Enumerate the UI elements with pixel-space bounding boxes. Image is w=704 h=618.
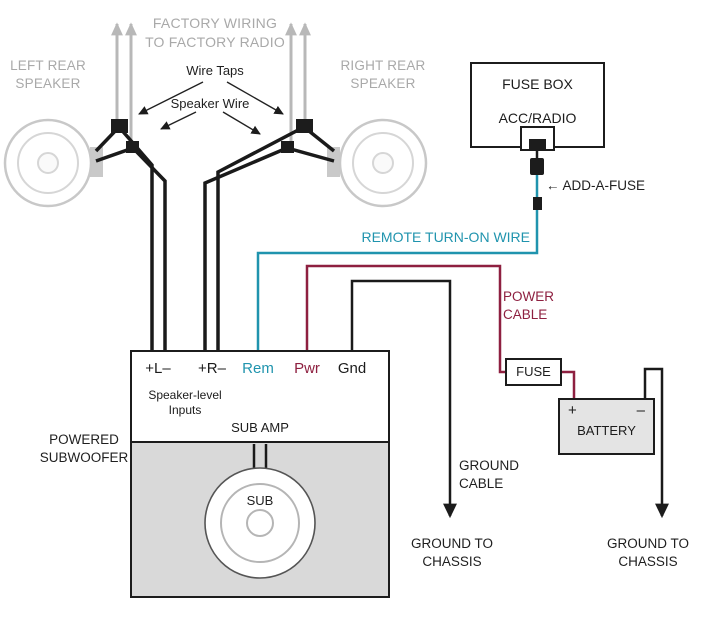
fuse-label: FUSE bbox=[516, 364, 551, 379]
battery-minus-terminal: – bbox=[636, 402, 645, 419]
speaker-level-inputs-label: Speaker-level Inputs bbox=[148, 388, 222, 417]
left-rear-speaker-icon bbox=[3, 118, 103, 208]
remote-turn-on-label: REMOTE TURN-ON WIRE bbox=[361, 229, 530, 245]
right-speaker-label: RIGHT REAR SPEAKER bbox=[340, 58, 426, 91]
power-cable-label: POWER CABLE bbox=[503, 289, 555, 322]
ground-to-chassis-right-label: GROUND TO CHASSIS bbox=[606, 536, 689, 569]
acc-radio-label: ACC/RADIO bbox=[498, 110, 577, 126]
wire-taps-label: Wire Taps bbox=[186, 63, 244, 78]
acc-radio-slot bbox=[520, 126, 555, 151]
wire-tap-connectors bbox=[111, 119, 313, 153]
speaker-wire-label: Speaker Wire bbox=[170, 96, 250, 111]
terminal-left-input: +L– bbox=[145, 360, 171, 377]
terminal-power: Pwr bbox=[294, 360, 320, 377]
terminal-right-input: +R– bbox=[198, 360, 226, 377]
battery-label: BATTERY bbox=[577, 423, 636, 438]
sub-amp-panel: +L– +R– Rem Pwr Gnd Speaker-level Inputs… bbox=[130, 350, 390, 443]
terminal-ground: Gnd bbox=[337, 360, 367, 377]
speaker-wires bbox=[94, 124, 336, 352]
factory-wiring-arrows bbox=[111, 22, 311, 144]
ground-to-chassis-left-label: GROUND TO CHASSIS bbox=[410, 536, 493, 569]
add-a-fuse-label: ← ADD-A-FUSE bbox=[546, 178, 646, 193]
add-a-fuse-icon bbox=[530, 151, 544, 210]
terminal-remote: Rem bbox=[242, 360, 274, 377]
battery-plus-terminal: + bbox=[568, 402, 577, 419]
ground-cable-label: GROUND CABLE bbox=[459, 458, 519, 491]
factory-wiring-label: FACTORY WIRING TO FACTORY RADIO bbox=[145, 15, 285, 50]
sub-amp-label: SUB AMP bbox=[231, 420, 289, 435]
sub-label: SUB bbox=[246, 493, 274, 508]
inline-fuse: FUSE bbox=[505, 358, 562, 386]
powered-subwoofer-label: POWERED SUBWOOFER bbox=[39, 432, 129, 465]
left-speaker-label: LEFT REAR SPEAKER bbox=[10, 58, 86, 91]
subwoofer-driver-icon bbox=[204, 444, 316, 579]
ground-cable-wire bbox=[350, 279, 457, 519]
power-cable-wire bbox=[305, 264, 576, 400]
battery: + – BATTERY bbox=[558, 398, 655, 455]
fuse-box-title: FUSE BOX bbox=[502, 76, 573, 92]
label-pointer-arrows bbox=[138, 81, 284, 135]
right-rear-speaker-icon bbox=[327, 118, 428, 208]
battery-ground-wire bbox=[643, 367, 669, 519]
remote-turn-on-wire bbox=[256, 174, 539, 352]
